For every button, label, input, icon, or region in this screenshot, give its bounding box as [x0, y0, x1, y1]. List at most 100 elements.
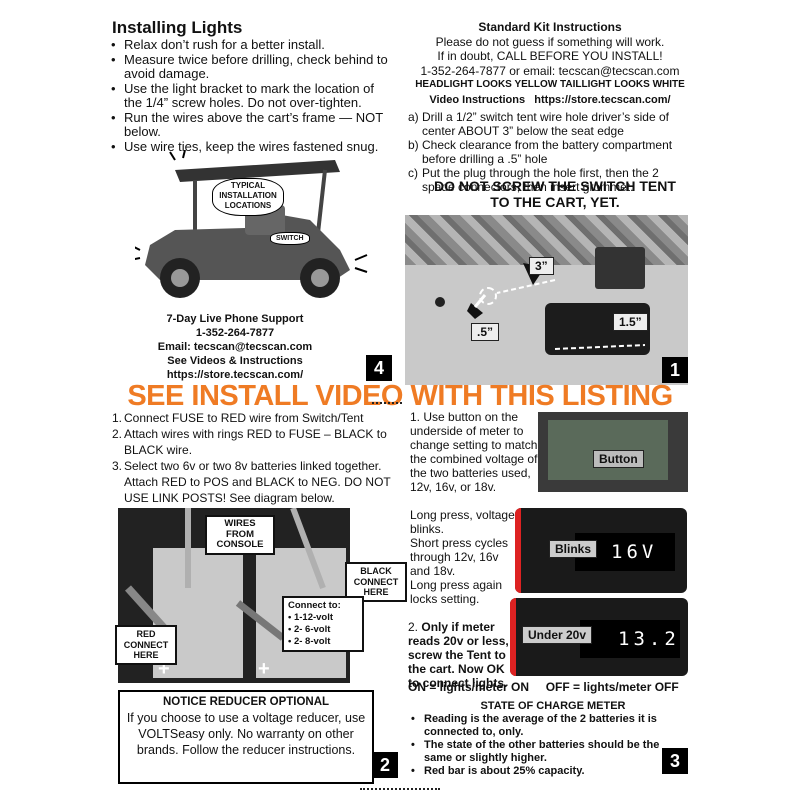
support-line: 7-Day Live Phone Support — [166, 313, 304, 325]
meter-step2: 2. Only if meter reads 20v or less, scre… — [408, 620, 510, 690]
state-bullet: Reading is the average of the 2 batterie… — [408, 713, 666, 739]
kit-header: Standard Kit Instructions Please do not … — [400, 20, 700, 107]
battery-steps: 1. Connect FUSE to RED wire from Switch/… — [112, 410, 394, 506]
kit-line: Please do not guess if something will wo… — [435, 34, 665, 49]
step-number: 3. — [112, 459, 123, 473]
support-url: https://store.tecscan.com/ — [166, 369, 304, 381]
red-callout: RED CONNECT HERE — [115, 625, 177, 665]
red-bar — [510, 598, 516, 676]
meter-step1: 1. Use button on the underside of meter … — [410, 410, 540, 494]
kit-steps: a) Drill a 1/2” switch tent wire hole dr… — [408, 110, 688, 194]
state-of-charge-title: STATE OF CHARGE METER — [480, 700, 626, 712]
state-bullet: The state of the other batteries should … — [408, 739, 666, 765]
support-email: Email: tecscan@tecscan.com — [157, 341, 313, 353]
kit-step-letter: a) — [408, 110, 419, 124]
meter-photo-under: Under 20v 13.2 — [510, 598, 688, 676]
kit-title: Standard Kit Instructions — [478, 20, 622, 34]
kit-step-letter: c) — [408, 166, 418, 180]
connect-item: • 2- 6-volt — [288, 624, 331, 635]
cart-callout-text: TYPICAL INSTALLATION LOCATIONS — [219, 181, 277, 210]
step-number: 1. — [410, 410, 421, 424]
battery-step-text: Connect FUSE to RED wire from Switch/Ten… — [124, 411, 364, 425]
battery-step: 1. Connect FUSE to RED wire from Switch/… — [112, 410, 394, 426]
hole-marker — [479, 287, 497, 305]
plus-mark: + — [158, 658, 170, 680]
short-press: Short press cycles through 12v, 16v and … — [410, 536, 509, 578]
kit-step: a) Drill a 1/2” switch tent wire hole dr… — [408, 110, 688, 138]
panel-number-1: 1 — [662, 357, 688, 383]
lcd-display-13-2: 13.2 — [618, 628, 680, 650]
lcd-display-16v: 16V — [611, 541, 658, 563]
kit-video-label: Video Instructions — [429, 93, 526, 106]
panel-number-3: 3 — [662, 748, 688, 774]
battery-step-text: Attach wires with rings RED to FUSE – BL… — [124, 427, 387, 457]
kit-step-text: Put the plug through the hole first, the… — [422, 166, 659, 194]
step-number: 1. — [112, 411, 123, 425]
kit-line: 1-352-264-7877 or email: tecscan@tecscan… — [420, 63, 680, 78]
reducer-title: NOTICE REDUCER OPTIONAL — [162, 696, 330, 708]
divider-dotted — [360, 788, 440, 790]
kit-step-letter: b) — [408, 138, 419, 152]
connect-title: Connect to: — [288, 600, 341, 611]
one-half-inch-label: 1.5” — [613, 313, 648, 331]
kit-step: c) Put the plug through the hole first, … — [408, 166, 688, 194]
battery-step: 2. Attach wires with rings RED to FUSE –… — [112, 426, 394, 458]
button-label: Button — [593, 450, 644, 468]
three-inch-label: 3” — [529, 257, 554, 275]
meter-board-photo: Button — [538, 412, 688, 492]
screw-hole — [435, 297, 445, 307]
kit-step-text: Check clearance from the battery compart… — [422, 138, 673, 166]
installing-title: Installing Lights — [112, 18, 243, 37]
meter-step1-text: Use button on the underside of meter to … — [410, 410, 538, 494]
kit-warning-line: TO THE CART, YET. — [490, 194, 620, 210]
support-videos: See Videos & Instructions — [167, 355, 303, 367]
panel-number-2: 2 — [372, 752, 398, 778]
kit-video-url[interactable]: https://store.tecscan.com/ — [534, 93, 671, 106]
install-bullet: Use wire ties, keep the wires fastened s… — [108, 139, 390, 155]
connect-box: Connect to: • 1-12-volt • 2- 6-volt • 2-… — [282, 596, 364, 652]
long-press-again: Long press again locks setting. — [410, 578, 503, 606]
install-video-banner: SEE INSTALL VIDEO WITH THIS LISTING — [127, 380, 673, 412]
install-bullet: Measure twice before drilling, check beh… — [108, 52, 390, 82]
reducer-notice: NOTICE REDUCER OPTIONAL If you choose to… — [118, 690, 374, 784]
cart-callout: TYPICAL INSTALLATION LOCATIONS — [212, 178, 284, 216]
reducer-body: If you choose to use a voltage reducer, … — [126, 711, 366, 757]
step-number: 2. — [408, 620, 419, 634]
half-inch-label: .5” — [471, 323, 500, 341]
support-block: 7-Day Live Phone Support 1-352-264-7877 … — [140, 312, 330, 382]
switch-callout-text: SWITCH — [276, 235, 304, 242]
kit-warning: DO NOT SCREW THE SWITCH TENT TO THE CART… — [410, 178, 700, 210]
plus-mark: + — [258, 658, 270, 680]
long-press: Long press, voltage blinks. — [410, 508, 515, 536]
plug-housing — [595, 247, 645, 289]
installing-bullets: Relax don’t rush for a better install. M… — [108, 37, 390, 155]
wires-callout: WIRES FROM CONSOLE — [205, 515, 275, 555]
kit-line: If in doubt, CALL BEFORE YOU INSTALL! — [437, 49, 663, 63]
on-off-note: ON = lights/meter ON OFF = lights/meter … — [408, 680, 679, 694]
under-20v-label: Under 20v — [522, 626, 593, 644]
connect-item: • 1-12-volt — [288, 612, 334, 623]
install-bullet: Relax don’t rush for a better install. — [108, 37, 390, 53]
press-instructions: Long press, voltage blinks. Short press … — [410, 508, 518, 606]
golf-cart-illustration — [135, 150, 368, 298]
switch-callout: SWITCH — [270, 232, 310, 245]
state-of-charge-bullets: Reading is the average of the 2 batterie… — [408, 713, 666, 778]
meter-step2-text: Only if meter reads 20v or less, screw t… — [408, 620, 509, 690]
install-bullet: Run the wires above the cart’s frame — N… — [108, 110, 390, 140]
divider-dotted — [372, 402, 402, 404]
step-number: 2. — [112, 427, 123, 441]
switch-tent-photo: 3” .5” 1.5” — [405, 215, 688, 385]
battery-step-text: Select two 6v or two 8v batteries linked… — [124, 459, 391, 505]
panel-number-4: 4 — [366, 355, 392, 381]
kit-step: b) Check clearance from the battery comp… — [408, 138, 688, 166]
kit-line-bold: HEADLIGHT LOOKS YELLOW TAILLIGHT LOOKS W… — [415, 79, 685, 90]
kit-step-text: Drill a 1/2” switch tent wire hole drive… — [422, 110, 669, 138]
red-bar — [515, 508, 521, 593]
install-bullet: Use the light bracket to mark the locati… — [108, 81, 390, 111]
state-bullet: Red bar is about 25% capacity. — [408, 765, 666, 778]
battery-step: 3. Select two 6v or two 8v batteries lin… — [112, 458, 394, 506]
support-phone: 1-352-264-7877 — [195, 327, 275, 339]
kit-video-row: Video Instructions https://store.tecscan… — [400, 93, 700, 108]
connect-item: • 2- 8-volt — [288, 636, 331, 647]
black-callout: BLACK CONNECT HERE — [345, 562, 407, 602]
